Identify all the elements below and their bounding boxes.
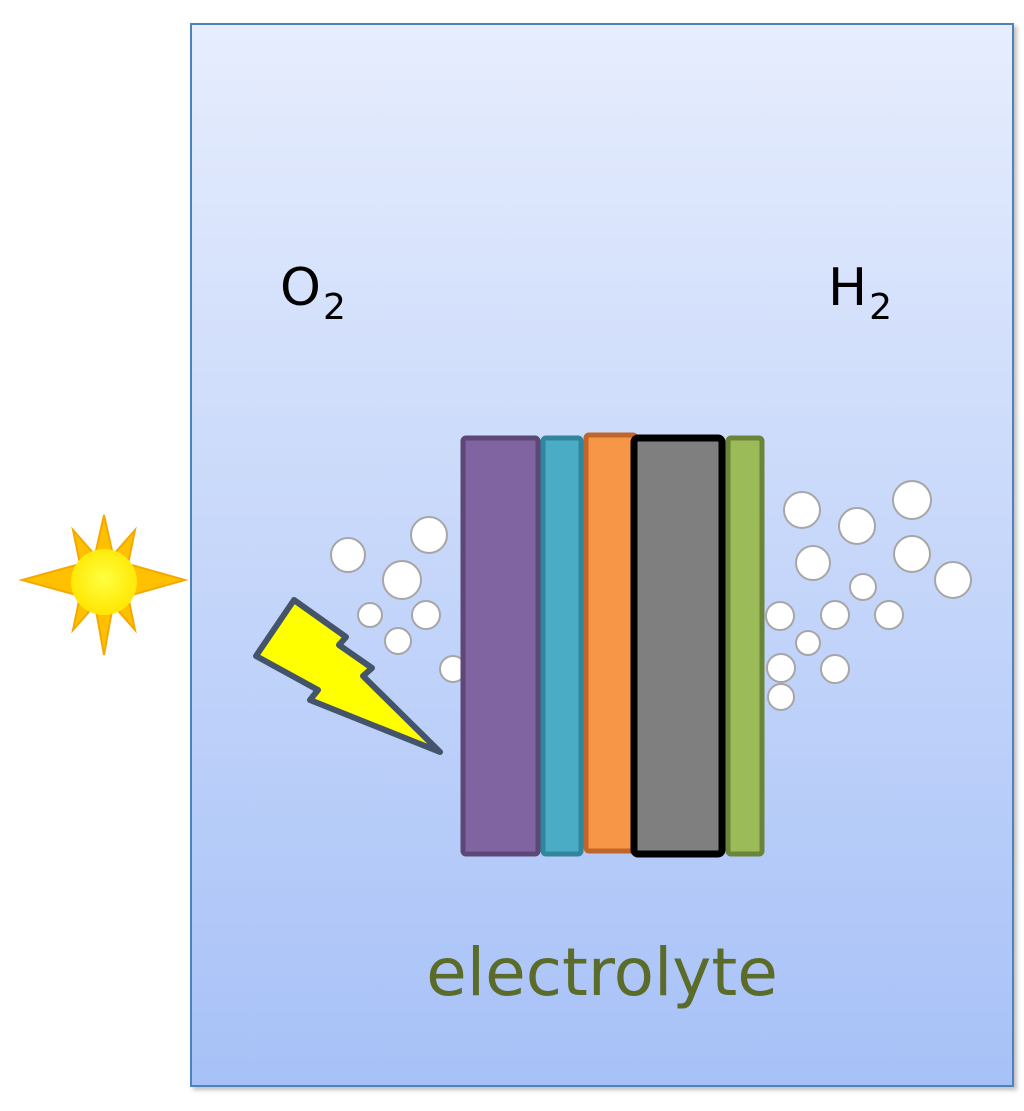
electrode-layer-orange (583, 432, 639, 854)
electrode-layer-teal (540, 435, 584, 857)
hydrogen-label: H2 (828, 262, 892, 326)
electrolyte-label: electrolyte (426, 934, 778, 1011)
electrode-layer-green (725, 435, 765, 857)
electrode-layer-purple (460, 435, 541, 857)
oxygen-symbol: O (280, 258, 321, 318)
hydrogen-subscript: 2 (869, 287, 893, 328)
electrode-layer-gray (630, 434, 726, 858)
hydrogen-symbol: H (828, 258, 868, 318)
hydrogen-bubbles (765, 480, 972, 711)
lightning-bolt-icon (253, 597, 443, 755)
sun-icon (18, 514, 189, 656)
oxygen-subscript: 2 (322, 287, 346, 328)
oxygen-bubbles (330, 516, 467, 683)
oxygen-label: O2 (280, 262, 346, 326)
